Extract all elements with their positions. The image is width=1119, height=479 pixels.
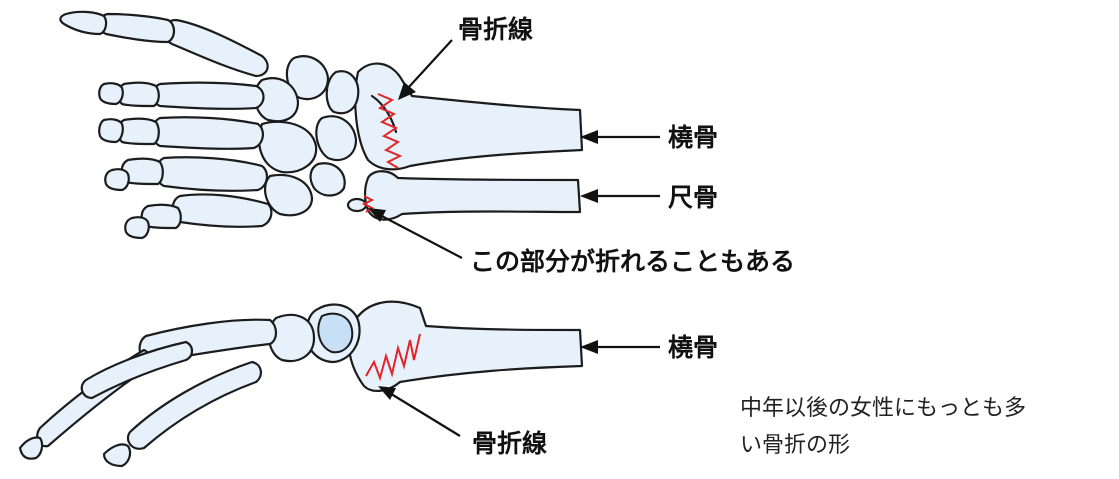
thumb-distal-phalanx xyxy=(60,12,106,34)
labels: 骨折線 橈骨 尺骨 この部分が折れることもある 橈骨 骨折線 中年以後の女性にも… xyxy=(458,15,1026,458)
index-metacarpal xyxy=(153,83,264,109)
arrow-fracture-bottom xyxy=(388,392,460,436)
middle-proximal-phalanx xyxy=(118,119,159,144)
radius-bone-bottom xyxy=(349,302,582,391)
carpal-lateral-highlight xyxy=(318,314,352,353)
thumb-proximal-phalanx xyxy=(99,14,174,42)
caption-line-1: 中年以後の女性にもっとも多 xyxy=(740,396,1026,421)
top-hand-illustration xyxy=(60,12,582,238)
arrow-ulna-head xyxy=(580,189,598,203)
arrow-radius-bottom-head xyxy=(580,340,598,354)
ring-middle-phalanx xyxy=(105,169,129,190)
arrow-radius-top-head xyxy=(580,130,598,144)
little-metacarpal xyxy=(173,194,272,226)
label-radius-top: 橈骨 xyxy=(668,123,718,152)
label-ulna: 尺骨 xyxy=(668,183,718,212)
finger-lateral-lower xyxy=(128,362,261,449)
finger-lateral-tip-a xyxy=(20,437,42,458)
arrow-fracture-top xyxy=(408,40,452,88)
index-proximal-phalanx xyxy=(118,83,159,106)
little-middle-phalanx xyxy=(125,217,149,238)
finger-lateral-mid xyxy=(82,342,192,398)
index-middle-phalanx xyxy=(99,83,123,104)
ulnar-styloid-fragment xyxy=(348,199,366,211)
carpal-triquetrum xyxy=(311,163,345,195)
ulna-bone xyxy=(365,171,580,219)
carpal-capitate xyxy=(259,122,316,172)
arrow-fracture-bottom-head xyxy=(378,386,396,400)
label-fracture-line-bottom: 骨折線 xyxy=(472,429,547,458)
carpal-scaphoid xyxy=(327,71,359,113)
caption-line-2: い骨折の形 xyxy=(740,433,850,458)
label-ulna-note: この部分が折れることもある xyxy=(470,247,795,276)
middle-middle-phalanx xyxy=(99,119,123,142)
arrow-ulna-note xyxy=(378,214,462,258)
carpal-lunate xyxy=(316,116,356,160)
label-fracture-line-top: 骨折線 xyxy=(458,15,533,44)
ring-metacarpal xyxy=(157,157,267,191)
thumb-metacarpal xyxy=(164,20,268,76)
label-radius-bottom: 橈骨 xyxy=(668,333,718,362)
middle-metacarpal xyxy=(153,117,263,149)
finger-lateral-tip-b xyxy=(104,444,130,466)
